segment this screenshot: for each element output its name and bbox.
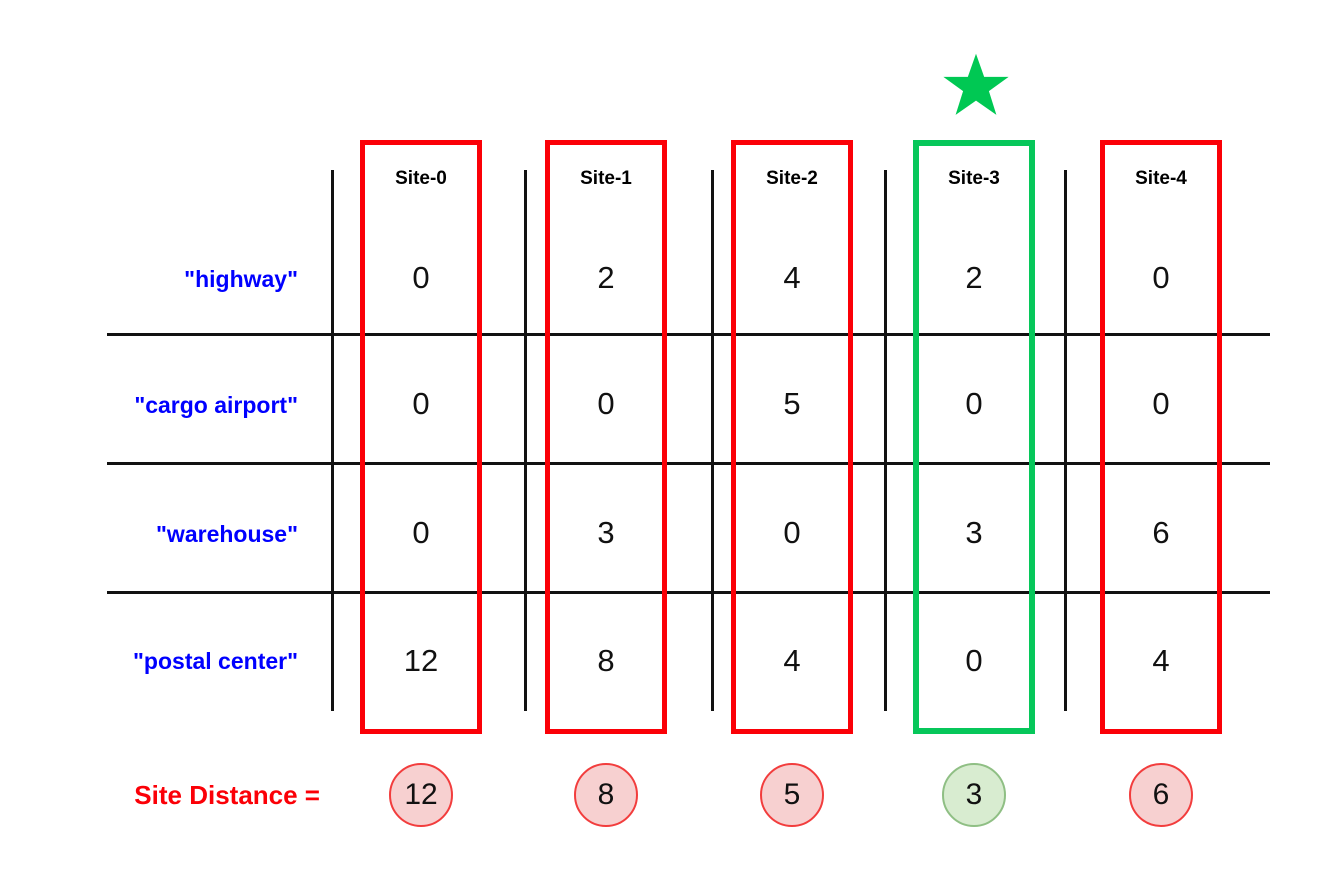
cell-highway-site-3: 2 [965,260,983,295]
site-distance-value-site-1: 8 [574,763,638,827]
cell-cargo-airport-site-2: 5 [783,386,801,421]
cell-postal-center-site-4: 4 [1152,643,1170,678]
site-distance-value-site-4: 6 [1129,763,1193,827]
row-divider-3 [107,591,1270,594]
cell-highway-site-0: 0 [412,260,430,295]
cell-warehouse-site-2: 0 [783,515,801,550]
row-label-cargo-airport: "cargo airport" [134,392,298,418]
cell-postal-center-site-3: 0 [965,643,983,678]
cell-postal-center-site-0: 12 [403,643,439,678]
column-separator-3 [884,170,887,711]
cell-cargo-airport-site-3: 0 [965,386,983,421]
site-distance-value-site-2: 5 [760,763,824,827]
column-separator-0 [331,170,334,711]
cell-postal-center-site-1: 8 [597,643,615,678]
column-separator-1 [524,170,527,711]
star-icon [942,52,1010,118]
column-box-site-1[interactable] [545,140,667,734]
cell-warehouse-site-0: 0 [412,515,430,550]
column-box-site-4[interactable] [1100,140,1222,734]
row-label-highway: "highway" [184,266,298,292]
column-header-site-3: Site-3 [948,168,1000,189]
column-header-site-1: Site-1 [580,168,632,189]
column-box-site-0[interactable] [360,140,482,734]
column-box-site-3[interactable] [913,140,1035,734]
row-label-postal-center: "postal center" [133,648,298,674]
cell-warehouse-site-4: 6 [1152,515,1170,550]
cell-highway-site-1: 2 [597,260,615,295]
cell-warehouse-site-3: 3 [965,515,983,550]
cell-highway-site-4: 0 [1152,260,1170,295]
cell-cargo-airport-site-1: 0 [597,386,615,421]
cell-warehouse-site-1: 3 [597,515,615,550]
row-divider-2 [107,462,1270,465]
column-header-site-2: Site-2 [766,168,818,189]
site-distance-value-site-0: 12 [389,763,453,827]
site-distance-label: Site Distance = [134,780,320,810]
column-separator-2 [711,170,714,711]
site-distance-value-site-3: 3 [942,763,1006,827]
row-label-warehouse: "warehouse" [156,521,298,547]
cell-cargo-airport-site-0: 0 [412,386,430,421]
cell-highway-site-2: 4 [783,260,801,295]
column-header-site-0: Site-0 [395,168,447,189]
cell-postal-center-site-2: 4 [783,643,801,678]
row-divider-1 [107,333,1270,336]
column-separator-4 [1064,170,1067,711]
column-header-site-4: Site-4 [1135,168,1187,189]
column-box-site-2[interactable] [731,140,853,734]
cell-cargo-airport-site-4: 0 [1152,386,1170,421]
